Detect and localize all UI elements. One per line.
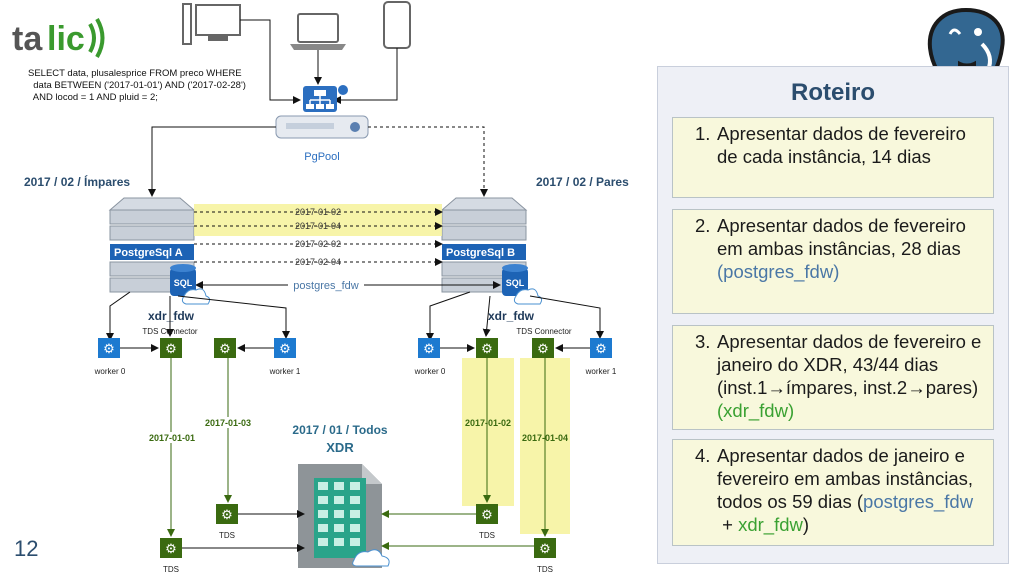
tds-connector-a: TDS Connector xyxy=(142,327,197,336)
highlight-band-top xyxy=(194,204,442,236)
svg-text:⚙: ⚙ xyxy=(481,507,493,522)
xdr-fdw-tag: (xdr_fdw) xyxy=(717,400,795,421)
right-header: 2017 / 02 / Pares xyxy=(536,175,629,189)
tds-connector-b: TDS Connector xyxy=(516,327,571,336)
paren-close: ) xyxy=(802,514,810,535)
database-icon-a xyxy=(170,264,211,305)
item-number: 1. xyxy=(695,123,711,144)
architecture-diagram: PgPool 2017 / 02 / Ímpares 2017 / 02 / P… xyxy=(24,1,629,574)
server-a-label: PostgreSql A xyxy=(114,247,183,259)
svg-text:⚙: ⚙ xyxy=(539,541,551,556)
xdr-label: XDR xyxy=(326,440,354,455)
item-number: 2. xyxy=(695,215,711,236)
worker1-b-gear-icon: ⚙ xyxy=(590,338,612,358)
roteiro-item-2: 2. Apresentar dados de fevereiro em amba… xyxy=(672,209,994,314)
tds-label-1: TDS xyxy=(219,531,235,540)
phone-icon xyxy=(383,1,411,49)
date-yellow-1: 2017-01-04 xyxy=(295,221,341,231)
talic-logo: ta lic xyxy=(12,17,105,59)
svg-text:⚙: ⚙ xyxy=(537,341,549,356)
desktop-icon xyxy=(182,3,241,45)
date-label-0101: 2017-01-01 xyxy=(149,433,195,443)
tds-bottom-mid-a-gear-icon: ⚙ xyxy=(216,504,238,524)
sql-label-a: SQL xyxy=(174,278,193,288)
date-label-0103: 2017-01-03 xyxy=(205,418,251,428)
worker1-a-gear-icon: ⚙ xyxy=(274,338,296,358)
sql-label-b: SQL xyxy=(506,278,525,288)
xdr-fdw-label-b: xdr_fdw xyxy=(488,309,535,323)
plus-sign: + xyxy=(717,514,739,535)
svg-text:ta: ta xyxy=(12,20,43,58)
worker0-b-label: worker 0 xyxy=(414,367,446,376)
item-text: Apresentar dados de janeiro e fevereiro … xyxy=(717,445,974,512)
worker0-b-gear-icon: ⚙ xyxy=(418,338,440,358)
date-plain-0: 2017-02-02 xyxy=(295,239,341,249)
roteiro-item-4: 4. Apresentar dados de janeiro e feverei… xyxy=(672,439,994,546)
postgres-fdw-tag: (postgres_fdw) xyxy=(717,261,840,282)
laptop-icon xyxy=(290,13,346,50)
xdr-title: 2017 / 01 / Todos xyxy=(292,423,387,437)
postgres-fdw-tag: postgres_fdw xyxy=(863,491,974,512)
roteiro-item-1: 1. Apresentar dados de fevereiro de cada… xyxy=(672,117,994,198)
network-icon xyxy=(303,85,348,112)
postgres-fdw-label: postgres_fdw xyxy=(293,280,358,292)
highlight-column-0102 xyxy=(462,358,514,506)
tds-a-mid-gear-icon: ⚙ xyxy=(214,338,236,358)
worker1-a-label: worker 1 xyxy=(269,367,301,376)
pgpool-device xyxy=(275,115,369,139)
item-number: 4. xyxy=(695,445,711,466)
xdr-spreadsheet-icon xyxy=(298,464,390,568)
pgpool-label: PgPool xyxy=(304,151,339,163)
svg-text:⚙: ⚙ xyxy=(423,341,435,356)
tds-b-mid-gear-icon: ⚙ xyxy=(476,338,498,358)
roteiro-panel: Roteiro 1. Apresentar dados de fevereiro… xyxy=(657,66,1009,564)
svg-text:⚙: ⚙ xyxy=(595,341,607,356)
svg-text:⚙: ⚙ xyxy=(165,541,177,556)
roteiro-item-3: 3. Apresentar dados de fevereiro e janei… xyxy=(672,325,994,430)
xdr-fdw-label-a: xdr_fdw xyxy=(148,309,195,323)
date-label-0104: 2017-01-04 xyxy=(522,433,568,443)
worker0-a-label: worker 0 xyxy=(94,367,126,376)
svg-text:⚙: ⚙ xyxy=(219,341,231,356)
svg-text:⚙: ⚙ xyxy=(481,341,493,356)
svg-text:⚙: ⚙ xyxy=(279,341,291,356)
xdr-fdw-tag: xdr_fdw xyxy=(738,514,803,535)
item-text: Apresentar dados de fevereiro em ambas i… xyxy=(717,215,966,259)
tds-label-0: TDS xyxy=(163,565,179,574)
sql-query: SELECT data, plusalesprice FROM preco WH… xyxy=(28,68,246,103)
item-number: 3. xyxy=(695,331,711,352)
paren-open: ( xyxy=(856,491,864,512)
tds-label-2: TDS xyxy=(479,531,495,540)
worker0-a-gear-icon: ⚙ xyxy=(98,338,120,358)
item-text: Apresentar dados de fevereiro e janeiro … xyxy=(717,331,982,398)
date-yellow-0: 2017-01-02 xyxy=(295,207,341,217)
tds-bottom-left-a-gear-icon: ⚙ xyxy=(160,538,182,558)
database-icon-b xyxy=(502,264,543,305)
tds-bottom-right-b-gear-icon: ⚙ xyxy=(534,538,556,558)
item-text: Apresentar dados de fevereiro de cada in… xyxy=(717,123,966,167)
date-label-0102: 2017-01-02 xyxy=(465,418,511,428)
svg-text:⚙: ⚙ xyxy=(165,341,177,356)
left-header: 2017 / 02 / Ímpares xyxy=(24,174,130,189)
server-b-label: PostgreSql B xyxy=(446,247,515,259)
worker1-b-label: worker 1 xyxy=(585,367,617,376)
panel-title: Roteiro xyxy=(791,79,875,106)
svg-text:⚙: ⚙ xyxy=(103,341,115,356)
tds-label-3: TDS xyxy=(537,565,553,574)
tds-connector-a-gear-icon: ⚙ xyxy=(160,338,182,358)
svg-text:⚙: ⚙ xyxy=(221,507,233,522)
tds-connector-b-gear-icon: ⚙ xyxy=(532,338,554,358)
slide-number: 12 xyxy=(14,536,39,561)
svg-text:lic: lic xyxy=(47,20,85,58)
tds-bottom-mid-b-gear-icon: ⚙ xyxy=(476,504,498,524)
date-plain-1: 2017-02-04 xyxy=(295,257,341,267)
